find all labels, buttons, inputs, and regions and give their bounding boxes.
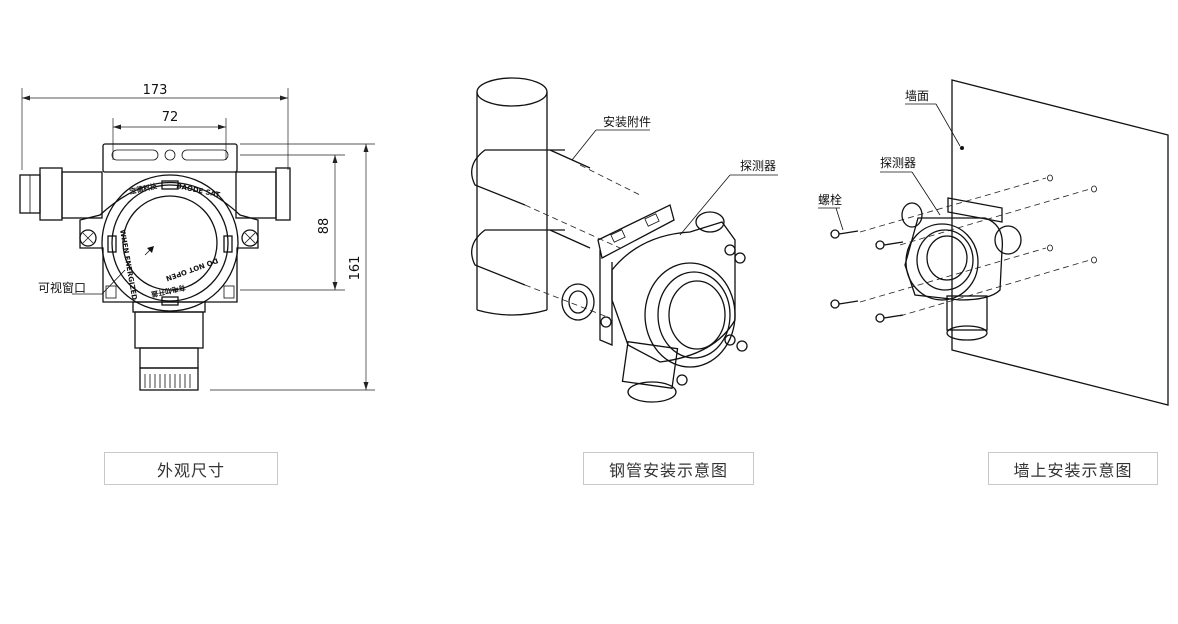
screw-left-icon — [79, 229, 97, 247]
warning-en-marking: DO NOT OPEN — [165, 256, 219, 282]
caption-dimensions: 外观尺寸 — [104, 452, 278, 485]
bolt-label: 螺栓 — [818, 192, 842, 207]
dim-bracket-spacing-text: 72 — [162, 110, 179, 125]
wall-detector-label: 探测器 — [880, 156, 916, 170]
u-bolt-bottom — [471, 229, 565, 286]
bolt-3-icon — [830, 299, 859, 309]
dim-total-width: 173 — [21, 83, 289, 170]
pipe-cable-gland — [561, 283, 595, 321]
nut-2-icon — [724, 334, 736, 346]
model-marking: BAODE SAT — [176, 182, 221, 199]
wall-hole-1 — [1047, 174, 1053, 182]
u-bolt-top — [471, 149, 565, 206]
sensor-grill — [144, 374, 191, 388]
wall-label: 墙面 — [905, 89, 929, 103]
dim-total-height: 161 — [210, 143, 375, 391]
left-arm — [61, 171, 103, 219]
sensor-head — [134, 311, 204, 349]
mounting-accessory-label: 安装附件 — [603, 114, 651, 129]
caption-pipe-mount: 钢管安装示意图 — [583, 452, 754, 485]
bolt-4-icon — [875, 313, 904, 323]
dim-total-width-text: 173 — [143, 83, 168, 98]
caption-wall-mount: 墙上安装示意图 — [988, 452, 1158, 485]
dim-bracket-height-text: 88 — [317, 218, 332, 235]
pipe-detector-label: 探测器 — [740, 159, 776, 173]
screw-right-icon — [241, 229, 259, 247]
dimension-view: 173 72 88 161 — [19, 83, 375, 391]
steel-pipe-top — [476, 77, 548, 107]
bolt-2-icon — [875, 240, 904, 250]
dim-bracket-spacing: 72 — [112, 110, 227, 160]
nut-1-icon — [724, 244, 736, 256]
wall-bracket — [947, 197, 1003, 223]
wall-mount-view: 墙面 — [818, 79, 1169, 406]
front-cover — [101, 174, 239, 312]
dim-bracket-height: 88 — [240, 154, 345, 291]
housing-body — [79, 181, 259, 303]
right-arm — [235, 171, 277, 219]
wall-surface — [951, 79, 1169, 406]
pipe-detector-cover — [644, 262, 736, 368]
wall-detector-body — [904, 217, 1004, 301]
wall-detector-cover — [905, 223, 979, 301]
left-cable-gland — [39, 167, 63, 221]
brand-marking: 宝德科技 — [129, 181, 159, 196]
right-cable-gland — [275, 167, 291, 221]
wall-sensor-head — [946, 295, 988, 331]
pipe-bracket — [597, 204, 675, 259]
viewing-window — [122, 195, 218, 291]
pipe-sensor-head — [621, 340, 679, 390]
pipe-mount-view: 安装附件 探测器 — [471, 77, 778, 403]
mounting-bracket — [102, 143, 238, 173]
viewing-window-label: 可视窗口 — [38, 280, 86, 295]
dim-total-height-text: 161 — [348, 256, 363, 281]
bolt-1-icon — [830, 229, 859, 239]
